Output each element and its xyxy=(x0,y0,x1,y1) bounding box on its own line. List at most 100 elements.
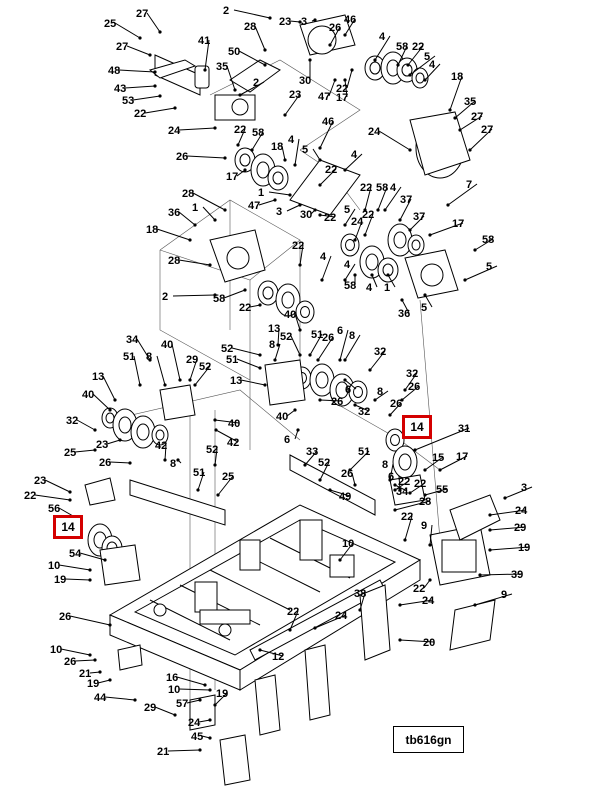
callout-number: 26 xyxy=(331,396,343,408)
bearing-bore xyxy=(411,239,421,251)
callout-number: 6 xyxy=(388,471,394,483)
leader-arrowhead xyxy=(388,413,392,417)
callout-number: 58 xyxy=(482,234,494,246)
leader-line xyxy=(397,45,408,66)
callout-number: 22 xyxy=(414,478,426,490)
callout-number: 10 xyxy=(50,644,62,656)
leader-arrowhead xyxy=(153,84,157,88)
leader-arrowhead xyxy=(188,378,192,382)
callout-number: 22 xyxy=(324,212,336,224)
callout-number: 16 xyxy=(166,672,178,684)
leader-arrowhead xyxy=(393,488,397,492)
callout-number: 20 xyxy=(423,637,435,649)
leader-line xyxy=(401,385,420,401)
leader-arrowhead xyxy=(208,736,212,740)
leader-line xyxy=(64,578,91,581)
callout-number: 25 xyxy=(222,471,234,483)
leader-line xyxy=(474,238,494,251)
leader-arrowhead xyxy=(473,603,477,607)
callout-number: 41 xyxy=(198,35,210,47)
leader-line xyxy=(178,211,196,226)
callout-number: 22 xyxy=(234,124,246,136)
callout-number: 32 xyxy=(406,368,418,380)
leader-line xyxy=(268,191,291,196)
callout-number: 58 xyxy=(396,41,408,53)
leader-line xyxy=(215,429,239,443)
leader-arrowhead xyxy=(258,353,262,357)
leader-arrowhead xyxy=(343,378,347,382)
callout-number: 6 xyxy=(337,325,343,337)
leader-arrowhead xyxy=(273,358,277,362)
leader-line xyxy=(344,379,357,390)
leader-arrowhead xyxy=(408,491,412,495)
callout-number: 18 xyxy=(271,141,283,153)
callout-number: 32 xyxy=(66,415,78,427)
leader-arrowhead xyxy=(268,16,272,20)
bearing-bore xyxy=(136,423,150,441)
callout-number: 1 xyxy=(192,202,198,214)
leader-arrowhead xyxy=(298,20,302,24)
callout-number: 34 xyxy=(126,334,139,346)
callout-number: 52 xyxy=(206,444,218,456)
leader-line xyxy=(167,749,201,752)
leader-arrowhead xyxy=(503,496,507,500)
leader-line xyxy=(329,489,351,497)
callout-number: 22 xyxy=(413,583,425,595)
leader-line xyxy=(176,676,206,686)
callout-number: 24 xyxy=(422,595,435,607)
callout-number: 28 xyxy=(168,255,180,267)
leader-arrowhead xyxy=(468,148,472,152)
callout-number: 28 xyxy=(244,21,256,33)
callout-number: 36 xyxy=(398,308,410,320)
callout-number: 28 xyxy=(419,496,431,508)
leader-line xyxy=(204,39,210,71)
leader-arrowhead xyxy=(293,408,297,412)
leader-arrowhead xyxy=(108,408,112,412)
leader-arrowhead xyxy=(276,343,280,347)
leader-line xyxy=(124,85,156,89)
callout-number: 19 xyxy=(54,574,66,586)
leader-arrowhead xyxy=(343,78,347,82)
leader-line xyxy=(299,244,304,266)
callout-number: 52 xyxy=(318,457,330,469)
leader-arrowhead xyxy=(368,368,372,372)
leader-arrowhead xyxy=(214,428,218,432)
bearing-bore xyxy=(369,61,381,75)
callout-number: 40 xyxy=(228,418,240,430)
leader-arrowhead xyxy=(446,203,450,207)
leader-line xyxy=(328,79,336,97)
leader-arrowhead xyxy=(263,63,267,67)
callout-number: 5 xyxy=(344,204,350,216)
callout-number: 15 xyxy=(432,452,444,464)
callout-number: 27 xyxy=(481,124,493,136)
callout-number: 47 xyxy=(248,200,260,212)
leader-line xyxy=(344,263,356,281)
callout-number: 32 xyxy=(358,406,370,418)
leader-line xyxy=(194,365,211,386)
bearing-bore xyxy=(281,291,295,309)
callout-number: 52 xyxy=(221,343,233,355)
leader-arrowhead xyxy=(373,398,377,402)
callout-number: 4 xyxy=(288,134,295,146)
callout-number: 47 xyxy=(318,91,330,103)
leader-line xyxy=(97,679,111,684)
callout-number: 26 xyxy=(322,332,334,344)
callout-number: 31 xyxy=(458,423,470,435)
callout-number: 21 xyxy=(157,746,169,758)
leader-line xyxy=(214,692,228,706)
leader-arrowhead xyxy=(88,568,92,572)
callout-number: 9 xyxy=(421,520,427,532)
callout-number: 9 xyxy=(501,589,507,601)
callout-number: 18 xyxy=(451,71,463,83)
callout-number: 46 xyxy=(344,14,356,26)
leader-arrowhead xyxy=(343,278,347,282)
leader-arrowhead xyxy=(343,223,347,227)
leader-line xyxy=(44,479,71,493)
leader-arrowhead xyxy=(108,623,112,627)
callout-number: 51 xyxy=(123,351,135,363)
leader-line xyxy=(126,45,151,56)
leader-line xyxy=(504,486,533,499)
leader-arrowhead xyxy=(376,208,380,212)
bearing-bore xyxy=(335,381,349,399)
callout-number: 27 xyxy=(116,41,128,53)
